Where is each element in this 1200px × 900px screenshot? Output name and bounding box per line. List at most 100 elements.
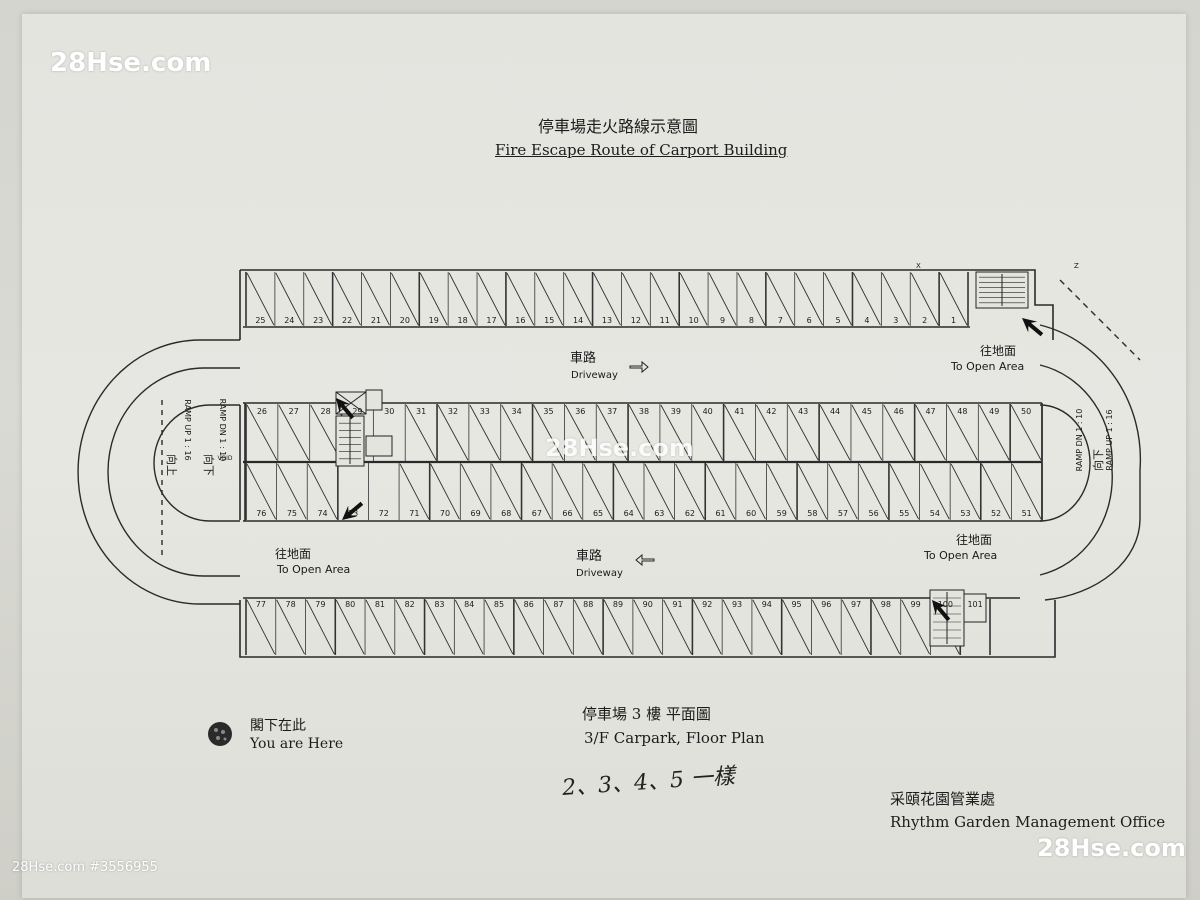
paper-sheet [22,14,1186,898]
open-area-en-bottom-right: To Open Area [923,549,997,562]
island-upper-bay-hatch [469,404,501,461]
island-upper-bay-hatch [851,404,883,461]
bay-number: 52 [991,509,1001,518]
bay-number: 3 [893,316,898,325]
bay-number: 83 [434,600,444,609]
bottom-row-bay-hatch [633,599,663,655]
exit-arrow-top-right [1022,318,1044,337]
bay-number: 84 [464,600,474,609]
bay-number: 29 [352,407,362,416]
bay-number: 22 [342,316,352,325]
island-lower-bay-hatch [399,463,430,520]
bay-number: 88 [583,600,593,609]
bottom-row-bay-hatch [603,599,633,655]
top-row-bay-hatch [853,272,881,326]
driveway-label-en-top: Driveway [571,370,618,381]
island-upper-bay-hatch [501,404,532,461]
lift-cross-b [335,391,367,415]
bay-number: 99 [911,600,921,609]
bay-number: 19 [429,316,439,325]
open-area-en-top-right: To Open Area [950,360,1024,373]
open-area-zh-left: 往地面 [275,546,311,561]
bottom-row-bay-hatch [306,599,335,655]
bay-number: 43 [798,407,808,416]
island-lower-bay-hatch [552,463,583,520]
bay-number: 91 [672,600,682,609]
top-row-bay-hatch [419,272,448,326]
island-lower-bay-hatch [491,463,521,520]
bay-number: 5 [835,316,840,325]
bay-number: 80 [345,600,355,609]
island-lower-bay-hatch [307,463,338,520]
bay-number: 100 [938,600,953,609]
bay-number: 95 [791,600,801,609]
bay-number: 93 [732,600,742,609]
down-label-right: 向下 [1091,449,1105,471]
title-en: Fire Escape Route of Carport Building [495,141,788,159]
you-are-here-zh: 閣下在此 [250,718,306,734]
island-lower-bay-hatch [889,463,919,520]
island-upper-bay-hatch [596,404,628,461]
exit-arrow-left-lower [342,501,364,520]
room-left [365,435,393,457]
ramp-left-inner [153,404,240,522]
island-upper-bay-hatch [787,404,819,461]
you-are-here-icon [208,722,232,746]
open-area-en-left: To Open Area [276,563,350,576]
exit-arrow-top-right-shape [1022,318,1044,337]
bay-number: 8 [749,316,754,325]
bay-number: 92 [702,600,712,609]
bay-number: 18 [458,316,468,325]
top-row-bay-hatch [246,272,275,326]
exit-arrow-bottom-right-shape [932,600,951,622]
ramp-up-right-label: RAMP UP 1 : 16 [1105,409,1114,470]
island-lower-bay-hatch [644,463,675,520]
island-upper-bay-hatch [246,404,278,461]
bottom-row-bay-hatch [901,599,930,655]
bay-number: 61 [715,509,725,518]
island-upper-bay-hatch [819,404,851,461]
bay-number: 86 [524,600,534,609]
floor-caption-en: 3/F Carpark, Floor Plan [584,729,765,747]
up-label-left: 向上 [165,454,179,476]
island-lower-bay-hatch [736,463,766,520]
bay-number: 10 [689,316,699,325]
island-upper-bay-hatch [533,404,564,461]
top-row-bay-hatch [564,272,592,326]
bay-number: 6 [807,316,812,325]
bay-number: 45 [862,407,872,416]
driveway-label-zh-top: 車路 [570,350,596,366]
parking-bays [245,272,1043,655]
bay-number: 101 [967,600,982,609]
bay-number: 46 [894,407,904,416]
driveway-arrow-left [635,553,655,567]
bay-number: 32 [448,407,458,416]
exit-arrow-left-upper-shape [336,398,355,420]
bay-number: 26 [257,407,267,416]
bay-number: 98 [881,600,891,609]
bay-number: 64 [624,509,634,518]
bottom-row-bay-hatch [692,599,722,655]
bay-number: 4 [864,316,869,325]
bay-number: 39 [671,407,681,416]
bottom-row-bay-hatch [722,599,752,655]
top-row-bay-hatch [304,272,333,326]
bay-number: 85 [494,600,504,609]
exit-arrows [336,318,1044,622]
bottom-row-bay-hatch [782,599,811,655]
bay-number: 9 [720,316,725,325]
bottom-row-bay-hatch [425,599,454,655]
bay-number: 36 [575,407,585,416]
island-upper-bay-hatch [978,404,1010,461]
ramp-right-inner [1039,404,1091,522]
bay-number: 47 [925,407,935,416]
island-upper-bay-hatch [278,404,310,461]
exit-arrow-left-upper [336,398,355,420]
bay-number: 50 [1021,407,1031,416]
ramp-up-left-label: RAMP UP 1 : 16 [183,399,192,460]
island-lower-bay-hatch [522,463,552,520]
bottom-row-bay-hatch [841,599,871,655]
bay-number: 2 [922,316,927,325]
